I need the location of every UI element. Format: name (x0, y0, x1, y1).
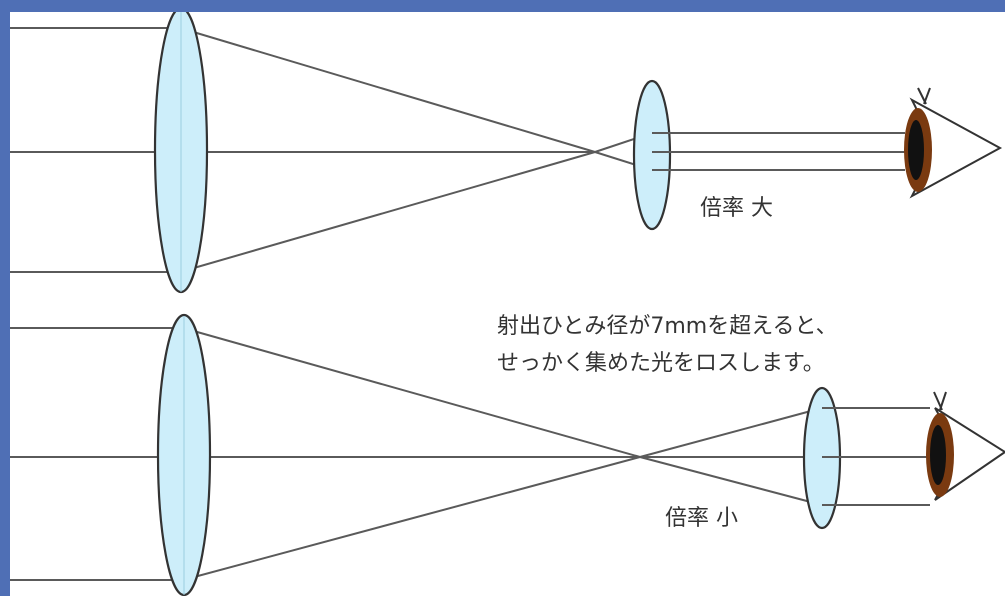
bottom-diverging-ray-upper (639, 407, 823, 458)
top-eyepiece-lens (632, 79, 672, 231)
top-converging-ray-upper (179, 27, 596, 153)
telescope-magnification-diagram: 倍率 大 射出ひとみ径が7mmを超えると、 (10, 12, 1005, 596)
bottom-converging-ray-lower (182, 456, 641, 581)
diagram-frame: 倍率 大 射出ひとみ径が7mmを超えると、 (10, 12, 1005, 596)
top-magnification-label: 倍率 大 (700, 196, 773, 221)
bottom-magnification-label: 倍率 小 (665, 506, 738, 531)
bottom-diagram: 射出ひとみ径が7mmを超えると、 せっかく集めた光をロスします。 倍率 小 (10, 313, 1005, 596)
bottom-note-line1: 射出ひとみ径が7mmを超えると、 (497, 314, 838, 339)
bottom-eye-icon (926, 391, 1005, 501)
bottom-diverging-ray-lower (639, 456, 823, 506)
top-converging-ray-lower (179, 151, 596, 273)
bottom-converging-ray-upper (182, 327, 641, 458)
top-eye-icon (904, 87, 1003, 199)
top-diagram: 倍率 大 (10, 12, 1003, 294)
bottom-note-line2: せっかく集めた光をロスします。 (497, 351, 825, 376)
